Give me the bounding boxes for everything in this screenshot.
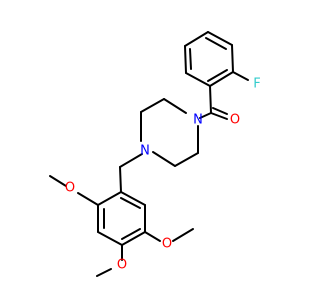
- fluorophenyl-ring: [184, 31, 234, 87]
- methoxy-oxygen-2: O: [65, 181, 75, 196]
- carbonyl-oxygen-atom: O: [230, 113, 240, 128]
- molecule-structure-diagram: F O N N O O O: [49, 31, 261, 277]
- piperazine-n1-atom: N: [193, 113, 203, 128]
- fluorine-atom: F: [253, 77, 260, 92]
- carbonyl-double-bond: [210, 107, 228, 120]
- trimethoxyphenyl-ring: [97, 191, 146, 246]
- c5-o-bond: [144, 231, 161, 242]
- o4-ch3-bond: [96, 268, 112, 277]
- piperazine-ring: [140, 98, 199, 167]
- c2-o-bond: [77, 192, 99, 206]
- carbonyl-n-bond: [199, 112, 212, 119]
- ring-carbonyl-bond: [209, 85, 212, 114]
- c-f-bond: [232, 71, 249, 81]
- o2-ch3-bond: [49, 175, 67, 187]
- n-ch2-bond: [119, 153, 143, 168]
- ch2-ring-bond: [119, 166, 122, 193]
- o5-ch3-bond: [172, 228, 194, 242]
- methoxy-oxygen-4: O: [117, 258, 127, 273]
- piperazine-n4-atom: N: [140, 144, 150, 159]
- methoxy-oxygen-5: O: [162, 237, 172, 252]
